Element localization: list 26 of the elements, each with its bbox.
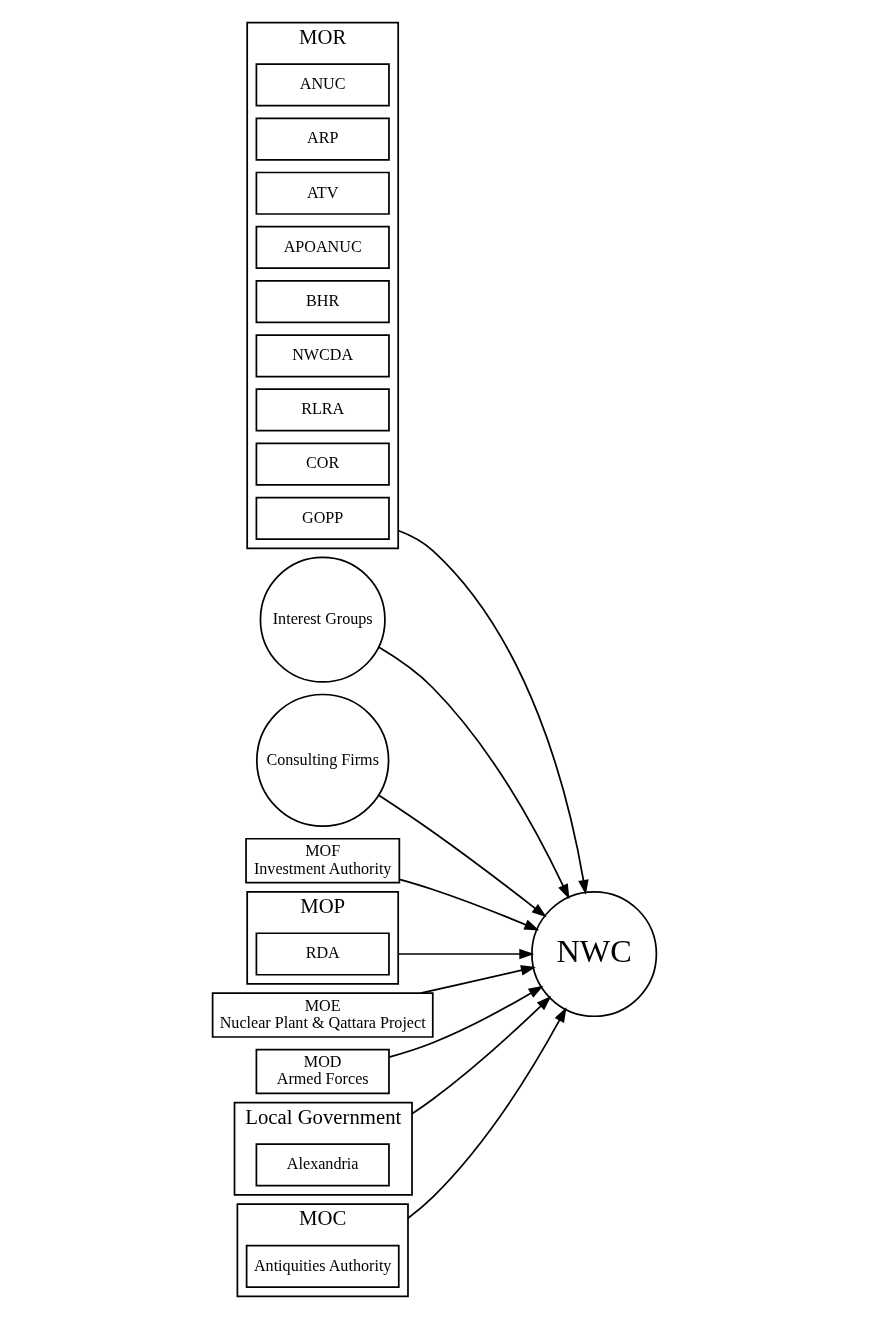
arrow: [397, 529, 589, 895]
arrow: [378, 794, 547, 918]
node-box: MOE Nuclear Plant & Qattara Project: [211, 992, 434, 1038]
node-box: ARP: [255, 117, 390, 161]
node-circle: Interest Groups: [259, 556, 386, 683]
node-box: ANUC: [255, 63, 390, 107]
node-box: BHR: [255, 280, 390, 324]
node-box: RLRA: [255, 388, 390, 432]
arrow: [397, 948, 535, 960]
arrow: [407, 1007, 567, 1220]
node-box: Antiquities Authority: [245, 1244, 400, 1288]
arrow: [411, 995, 552, 1115]
arrow: [398, 878, 540, 931]
arrow: [388, 985, 544, 1058]
node-box: MOD Armed Forces: [255, 1048, 390, 1095]
node-box: MOF Investment Authority: [245, 837, 401, 884]
arrow: [419, 965, 536, 994]
node-box: RDA: [255, 932, 390, 976]
node-box: NWCDA: [255, 334, 390, 378]
node-box: GOPP: [255, 496, 390, 540]
node-box: ATV: [255, 171, 390, 215]
arrow: [378, 646, 570, 900]
node-box: APOANUC: [255, 225, 390, 270]
node-circle: Consulting Firms: [255, 693, 390, 828]
node-box: COR: [255, 442, 390, 486]
node-box: Alexandria: [255, 1143, 390, 1187]
